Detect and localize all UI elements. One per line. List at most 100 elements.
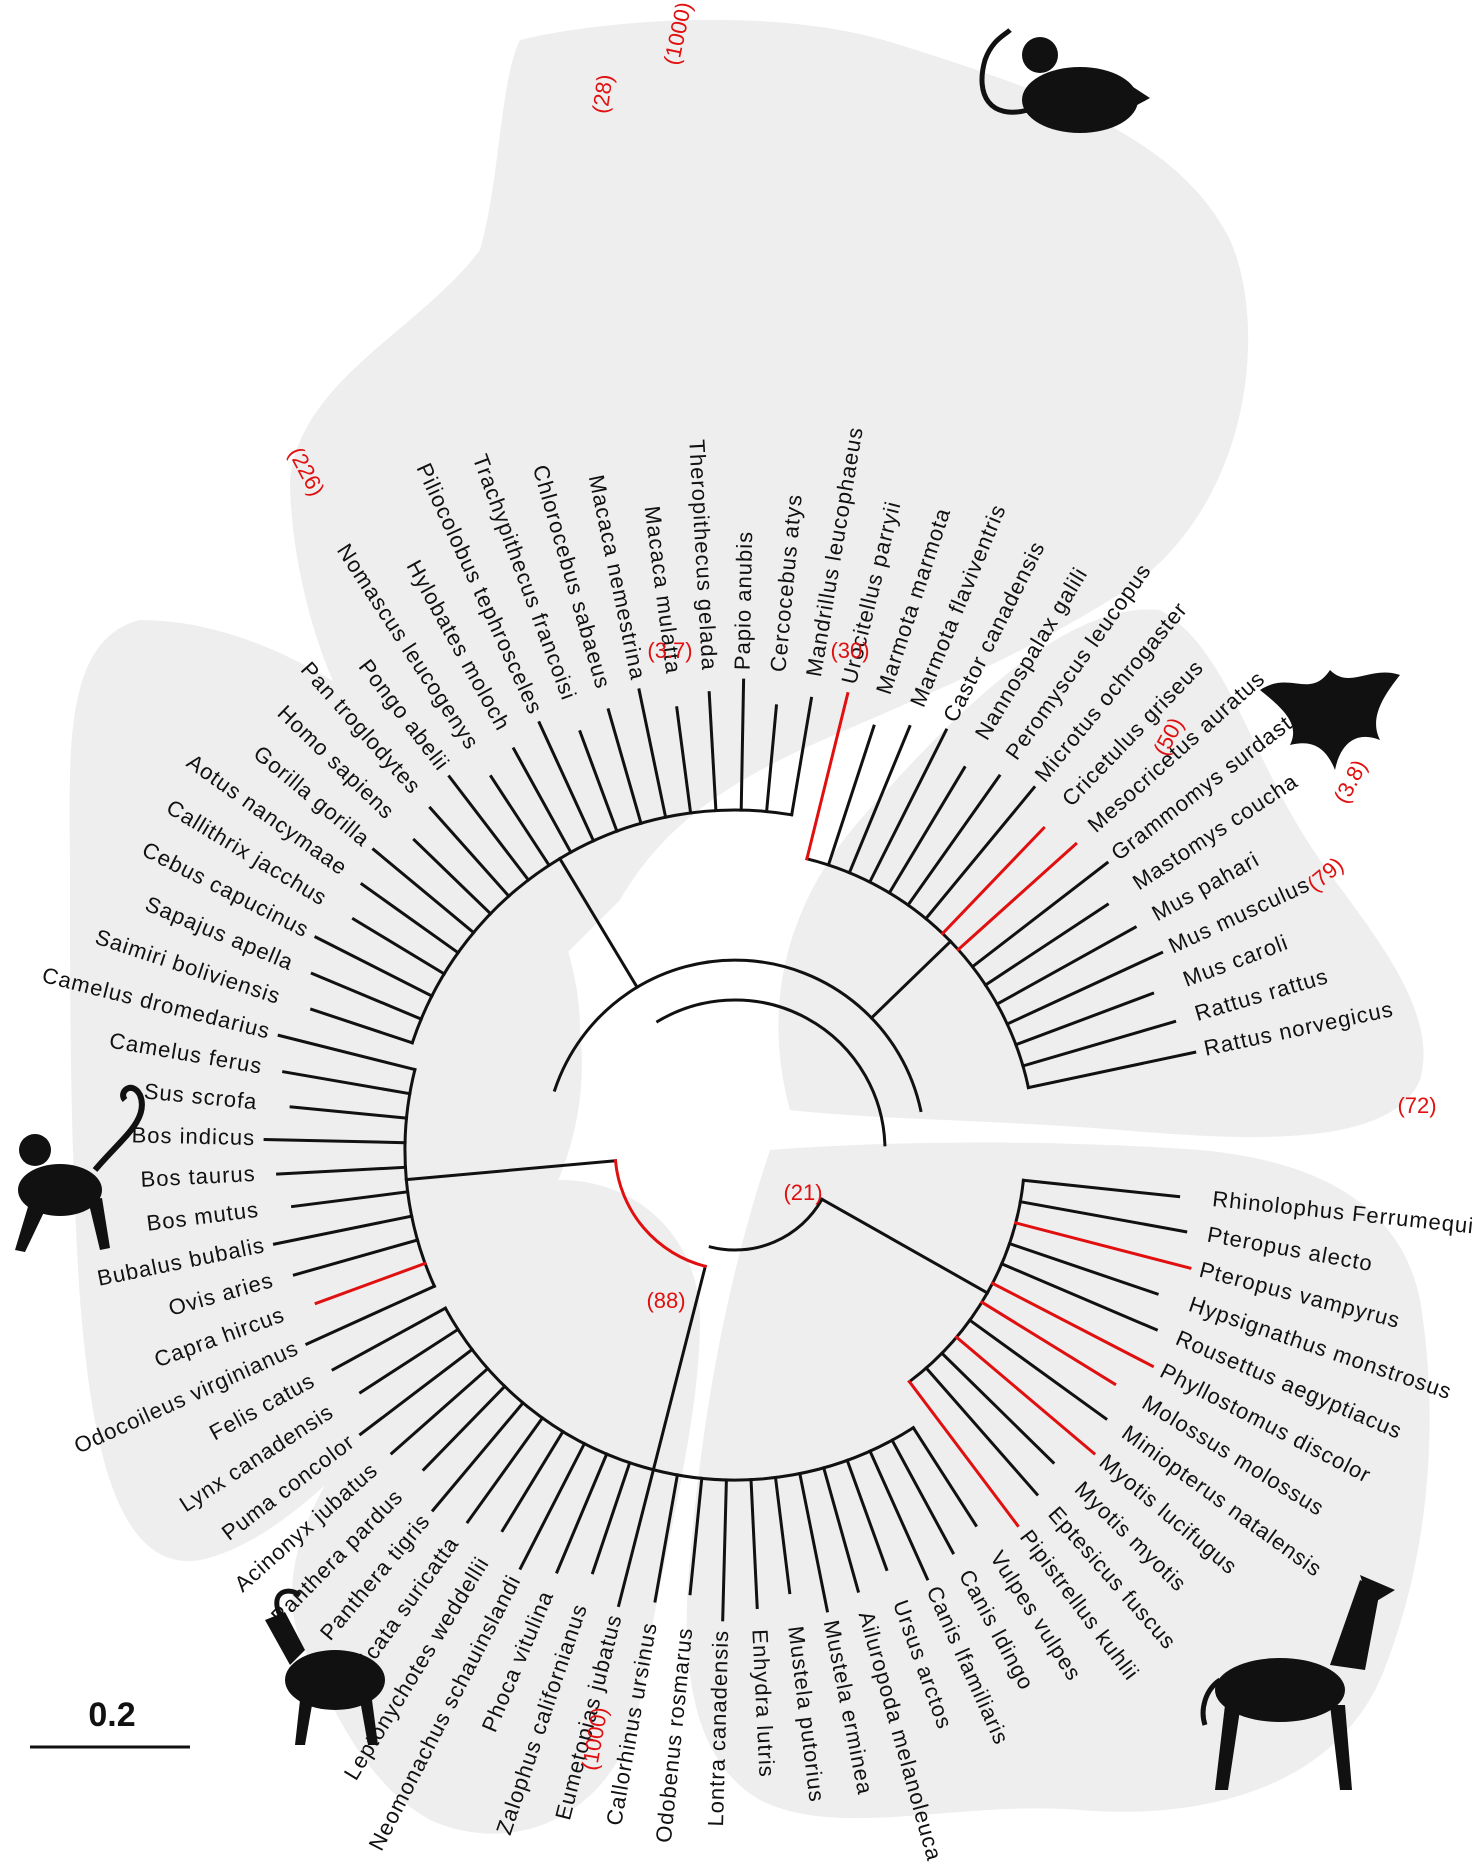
branch-line — [739, 678, 746, 812]
branch-line — [940, 825, 1046, 936]
branch-line — [907, 1379, 1020, 1528]
branch-line — [990, 1281, 1155, 1369]
branch-line — [304, 1284, 437, 1346]
branch-line — [675, 706, 693, 815]
taxon-label: Bos indicus — [131, 1122, 255, 1150]
gene-count-cricetid_node: (3.7) — [647, 638, 692, 663]
branch-line — [310, 971, 424, 1022]
branch-line — [313, 935, 434, 999]
gene-count-ruminant_node: (88) — [646, 1288, 685, 1313]
branch-line — [911, 1425, 978, 1528]
branch-line — [421, 1384, 507, 1472]
branch-line — [518, 1441, 587, 1571]
branch-line — [292, 1238, 420, 1277]
branch-line — [1021, 1178, 1181, 1199]
branch-line — [821, 1465, 861, 1593]
branch-line — [314, 1261, 428, 1306]
gene-count-cricetulus: (28) — [587, 73, 617, 115]
branch-line — [616, 1467, 656, 1608]
branch-line — [537, 720, 596, 843]
branch-line — [371, 847, 476, 935]
branch-line — [358, 1327, 461, 1395]
branch-line — [281, 1070, 412, 1096]
branch-line — [954, 1335, 1097, 1456]
branch-line — [412, 837, 493, 916]
branch-line — [489, 774, 552, 868]
branch-line — [465, 1415, 545, 1524]
branch-line — [263, 1137, 407, 1145]
branch-line — [430, 1400, 526, 1513]
gene-count-murid_node: (30) — [830, 638, 869, 663]
tree-branches — [263, 678, 1197, 1622]
dog-silhouette-icon — [1200, 1575, 1395, 1790]
branch-line — [789, 696, 814, 817]
branch-line — [983, 902, 1110, 988]
branch-line — [1021, 1019, 1177, 1068]
mouse-silhouette-icon — [979, 28, 1150, 133]
branch-line — [351, 916, 447, 976]
branch-line — [651, 1264, 708, 1472]
branch-arc — [552, 958, 923, 1113]
branch-line — [578, 729, 619, 834]
taxon-label: Lontra canadensis — [703, 1629, 733, 1826]
branch-line — [290, 1190, 410, 1209]
branch-line — [389, 1366, 490, 1456]
branch-line — [557, 856, 640, 990]
branch-line — [887, 765, 967, 895]
branch-line — [764, 704, 779, 814]
branch-line — [331, 1306, 448, 1372]
branch-line — [289, 1105, 409, 1120]
branch-line — [1005, 950, 1164, 1026]
branch-line — [721, 1478, 728, 1622]
branch-line — [309, 1007, 415, 1045]
branch-line — [798, 1471, 830, 1613]
branch-line — [688, 1476, 704, 1596]
monkey-silhouette-icon — [15, 1084, 145, 1252]
branch-line — [845, 1458, 889, 1572]
branch-line — [868, 1449, 930, 1581]
taxon-label: Odobenus rosmarus — [651, 1626, 698, 1844]
branch-line — [653, 1473, 680, 1603]
branch-line — [924, 1365, 1040, 1497]
branch-line — [749, 1478, 759, 1610]
ungulate-group-background — [292, 1180, 700, 1834]
branch-line — [1026, 1050, 1197, 1090]
branch-line — [447, 774, 531, 883]
branch-arc — [655, 998, 887, 1147]
bat-silhouette-icon — [1260, 670, 1400, 770]
branch-line — [967, 1318, 1108, 1421]
branch-line — [805, 691, 850, 861]
branch-line — [707, 691, 718, 813]
taxon-label: Bos taurus — [140, 1161, 256, 1192]
branch-line — [923, 785, 1037, 921]
branch-line — [590, 1460, 632, 1575]
branch-line — [867, 728, 949, 885]
branch-line — [890, 1438, 956, 1555]
branch-line — [819, 1197, 990, 1295]
gene-count-laurasia_node: (21) — [783, 1180, 822, 1205]
branch-line — [637, 688, 668, 819]
branch-line — [358, 1347, 475, 1437]
branch-line — [1013, 991, 1155, 1047]
branch-line — [995, 925, 1138, 1007]
carnivore-group-background — [686, 1142, 1430, 1819]
branch-line — [555, 1452, 609, 1574]
branch-line — [1007, 1241, 1160, 1296]
rodent-group-background — [290, 19, 1249, 961]
branch-line — [869, 939, 953, 1021]
taxon-label: Papio anubis — [730, 531, 758, 671]
branch-line — [773, 1475, 792, 1595]
branch-line — [826, 724, 876, 867]
scale-bar-label: 0.2 — [88, 1696, 135, 1734]
branch-line — [999, 1261, 1159, 1332]
branch-line — [956, 841, 1078, 952]
branch-line — [272, 1214, 414, 1246]
branch-line — [404, 1159, 618, 1182]
branch-line — [939, 1351, 1056, 1465]
branch-line — [428, 805, 511, 899]
branch-line — [847, 724, 912, 875]
branch-line — [906, 773, 1002, 908]
branch-arc — [708, 1197, 825, 1252]
